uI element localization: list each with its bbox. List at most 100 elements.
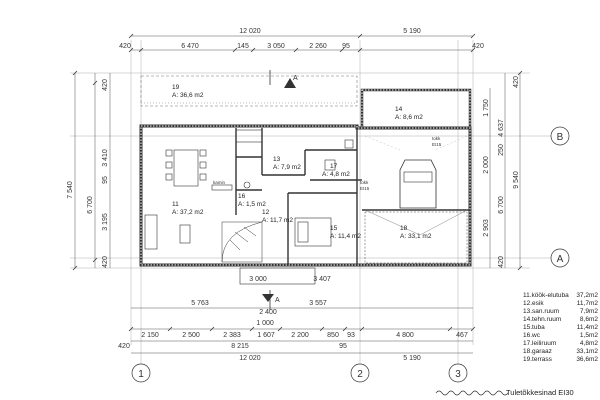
dim-right-inner: 6 700 xyxy=(498,196,505,214)
dim-bottom-8: 467 xyxy=(456,332,468,339)
car-windshield-icon xyxy=(403,171,433,183)
main-walls xyxy=(139,124,472,267)
legend-name-7: 18.garaaz xyxy=(523,348,552,355)
section-arrow-icon xyxy=(262,294,274,302)
room-11-area: A: 37,2 m2 xyxy=(172,209,204,216)
axis-a-marker xyxy=(550,248,570,268)
dim-entry-1: 3 407 xyxy=(313,276,331,283)
room-12-num: 12 xyxy=(262,209,270,216)
axis-a-label: A xyxy=(557,254,564,265)
chair-icon xyxy=(199,161,207,169)
label-tokk-1: tokk xyxy=(432,136,441,141)
dim-bottom-4: 2 200 xyxy=(291,332,309,339)
dim-left-4: 420 xyxy=(102,256,109,268)
dim-top-right: 5 190 xyxy=(403,28,421,35)
legend-area-2: 7,9m2 xyxy=(580,308,598,315)
legend-area-0: 37,2m2 xyxy=(576,292,598,299)
dim-bottom-5: 850 xyxy=(327,332,339,339)
legend-name-0: 11.köök-elutuba xyxy=(523,292,569,299)
room-14-num: 14 xyxy=(395,106,403,113)
tech-room-hatch xyxy=(361,89,471,129)
dim-btotal-a-0: 420 xyxy=(118,343,130,350)
fire-wall-symbol-icon xyxy=(435,390,509,396)
dim-bottom-right: 5 190 xyxy=(403,355,421,362)
dim-left-3: 3 195 xyxy=(102,213,109,231)
room-16-area: A: 1,5 m2 xyxy=(238,201,266,208)
axis-3-marker xyxy=(448,363,468,383)
dim-btotal-a-2: 95 xyxy=(339,343,347,350)
dim-btotal-a-1: 8 215 xyxy=(231,343,249,350)
dim-right-outer: 9 540 xyxy=(513,171,520,189)
sauna-stove-icon xyxy=(324,159,336,171)
dim-bottom-1: 2 500 xyxy=(182,332,200,339)
dim-mid-sub-0: 2 400 xyxy=(259,309,277,316)
dim-right-1: 4 637 xyxy=(498,119,505,137)
dim-top-6: 420 xyxy=(472,43,484,50)
dim-left-inner: 6 700 xyxy=(87,196,94,214)
axis-2-label: 2 xyxy=(357,369,363,380)
label-ei15-2: EI15 xyxy=(360,186,370,191)
dim-left-0: 420 xyxy=(102,79,109,91)
room-18-area: A: 33,1 m2 xyxy=(400,233,432,240)
tech-room-walls xyxy=(360,88,472,130)
dim-right-250: 250 xyxy=(498,144,505,156)
room-13-num: 13 xyxy=(273,156,281,163)
axis-b-label: B xyxy=(557,132,564,143)
legend-name-4: 15.tuba xyxy=(523,324,545,331)
label-tokk-2: tokk xyxy=(360,180,369,185)
dining-table-icon xyxy=(173,149,199,187)
room-16-num: 16 xyxy=(238,193,246,200)
legend-area-1: 11,7m2 xyxy=(577,300,599,307)
dim-right-2: 2 000 xyxy=(483,156,490,174)
door-swing xyxy=(364,209,421,236)
grid-lines xyxy=(70,40,560,370)
dim-top-1: 6 470 xyxy=(181,43,199,50)
chair-icon xyxy=(199,173,207,181)
legend-name-8: 19.terrass xyxy=(523,356,553,363)
axis-3-label: 3 xyxy=(455,369,461,380)
section-arrow-icon xyxy=(284,78,296,88)
dim-mid-sub-1: 1 000 xyxy=(256,320,274,327)
label-kamin: kamin xyxy=(213,180,226,185)
room-15-area: A: 11,4 m2 xyxy=(330,233,361,240)
legend-area-7: 33,1m2 xyxy=(576,348,598,355)
legend-area-4: 11,4m2 xyxy=(577,324,599,331)
fire-wall-caption: Tuletõkkesinad EI30 xyxy=(506,388,574,397)
dim-top-5: 95 xyxy=(342,43,350,50)
room-12-area: A: 11,7 m2 xyxy=(262,217,293,224)
toilet-icon xyxy=(243,181,251,189)
dim-top-total: 12 020 xyxy=(239,28,261,35)
room-labels: 19 A: 36,6 m2 14 A: 8,6 m2 13 A: 7,9 m2 … xyxy=(172,84,432,240)
entrance-step xyxy=(239,267,316,285)
door-swing xyxy=(419,209,468,236)
room-11-num: 11 xyxy=(172,201,179,208)
room-legend: 11.köök-elutuba 37,2m2 12.esik 11,7m2 13… xyxy=(523,292,598,363)
legend-name-3: 14.tehn.ruum xyxy=(523,316,561,323)
stairs-icon xyxy=(221,221,263,263)
room-19-area: A: 36,6 m2 xyxy=(172,92,204,99)
dim-btotal-b: 12 020 xyxy=(239,355,261,362)
dim-bottom-3: 1 607 xyxy=(257,332,275,339)
dim-left-2: 95 xyxy=(102,176,109,184)
legend-name-6: 17.leiliruum xyxy=(523,340,556,347)
dim-bottom-7: 4 800 xyxy=(396,332,414,339)
dim-right-small: 420 xyxy=(513,76,520,88)
chair-icon xyxy=(165,173,173,181)
dim-top-2: 145 xyxy=(237,43,249,50)
axis-1-marker xyxy=(131,363,151,383)
dim-mid-0: 5 763 xyxy=(191,300,209,307)
terrace-outline xyxy=(140,75,358,107)
dim-top-3: 3 050 xyxy=(267,43,285,50)
chair-icon xyxy=(199,149,207,157)
legend-area-3: 8,6m2 xyxy=(580,316,598,323)
legend-name-1: 12.esik xyxy=(523,300,544,307)
coffee-table-icon xyxy=(179,224,191,244)
garage-floor xyxy=(364,211,468,264)
sofa-icon xyxy=(144,214,158,250)
dim-bottom-6: 93 xyxy=(347,332,355,339)
dimension-lines xyxy=(74,35,521,354)
pillow-icon xyxy=(297,221,309,243)
room-18-num: 18 xyxy=(400,225,408,232)
section-label-bottom: A xyxy=(275,297,280,304)
furniture xyxy=(144,129,354,250)
